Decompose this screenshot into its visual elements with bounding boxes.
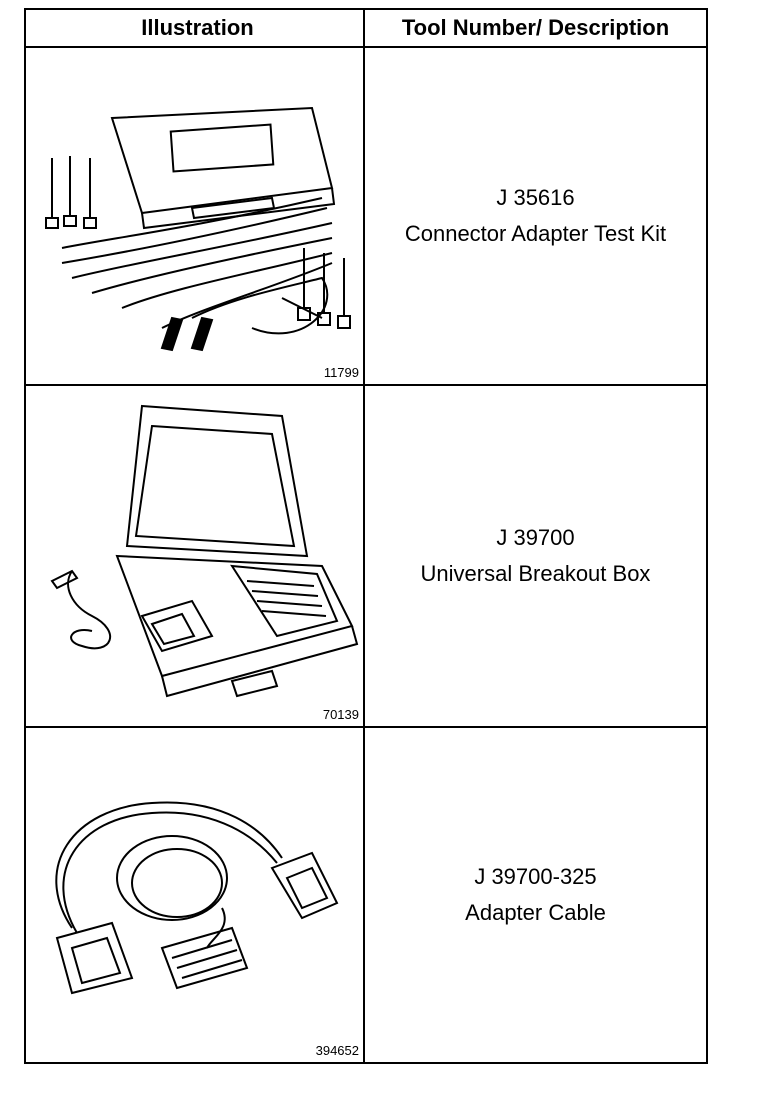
adapter-cable-illustration bbox=[55, 801, 339, 995]
breakout-box-illustration bbox=[50, 404, 359, 698]
figure-number: 70139 bbox=[322, 707, 359, 722]
table-row: 11799 J 35616 Connector Adapter Test Kit bbox=[26, 48, 706, 386]
tool-description-cell: J 39700 Universal Breakout Box bbox=[365, 386, 706, 726]
table-row: 70139 J 39700 Universal Breakout Box bbox=[26, 386, 706, 728]
tool-description: Adapter Cable bbox=[465, 900, 606, 925]
header-tool-description: Tool Number/ Description bbox=[401, 15, 670, 40]
illustration-cell: 11799 bbox=[32, 48, 363, 384]
tool-description: Universal Breakout Box bbox=[420, 561, 651, 586]
table-row: 394652 J 39700-325 Adapter Cable bbox=[26, 728, 706, 1062]
tool-number: J 39700 bbox=[496, 525, 575, 550]
figure-number: 394652 bbox=[315, 1043, 359, 1058]
column-divider bbox=[363, 10, 365, 1062]
tool-table: Illustration Tool Number/ Description bbox=[24, 8, 708, 1064]
table-header: Illustration Tool Number/ Description bbox=[26, 10, 706, 48]
illustration-cell: 394652 bbox=[32, 728, 363, 1062]
header-illustration: Illustration bbox=[141, 15, 254, 40]
tool-number: J 39700-325 bbox=[474, 864, 597, 889]
connector-adapter-kit-illustration bbox=[45, 106, 351, 352]
tool-description: Connector Adapter Test Kit bbox=[404, 221, 667, 246]
tool-description-cell: J 39700-325 Adapter Cable bbox=[365, 728, 706, 1062]
tool-description-cell: J 35616 Connector Adapter Test Kit bbox=[365, 48, 706, 384]
figure-number: 11799 bbox=[323, 365, 359, 380]
illustration-cell: 70139 bbox=[32, 386, 363, 726]
tool-number: J 35616 bbox=[496, 185, 575, 210]
